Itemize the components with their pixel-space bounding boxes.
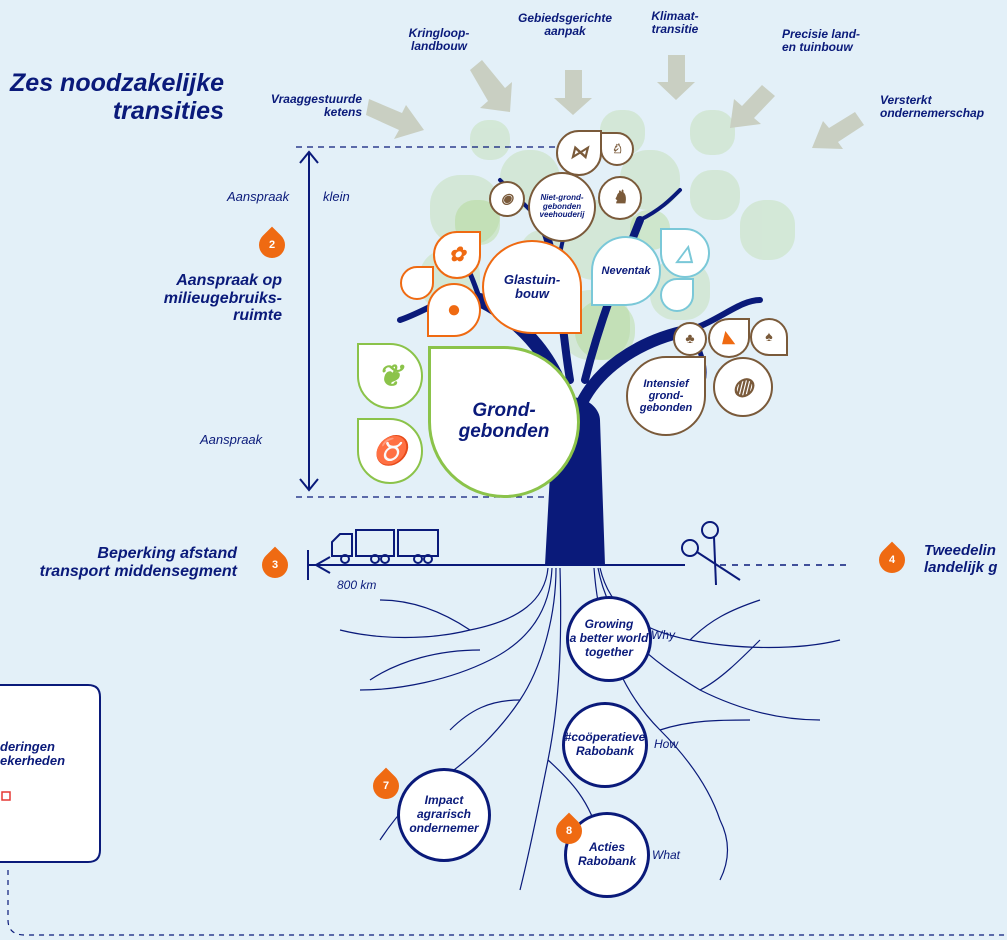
apple-leaf: ◍ xyxy=(713,357,773,417)
goat-icon: ♘ xyxy=(611,140,623,156)
cow-leaf: ♉ xyxy=(357,418,423,484)
tag-what: What xyxy=(652,848,681,862)
flower-leaf: ✿ xyxy=(433,231,481,279)
tree-icon: ♠ xyxy=(765,328,773,345)
pig-icon: ◉ xyxy=(500,190,514,207)
tent-leaf: △ xyxy=(660,228,710,278)
tomato-icon: ● xyxy=(446,295,462,323)
tulip-icon: ♣ xyxy=(685,330,695,347)
flower-icon: ✿ xyxy=(448,244,466,266)
chicken-leaf: ♞ xyxy=(598,176,642,220)
tree-leaf: ♠ xyxy=(750,318,788,356)
tag-why: Why xyxy=(651,628,675,642)
pig-leaf: ◉ xyxy=(489,181,525,217)
main-heading: Zes noodzakelijke transities xyxy=(10,69,224,125)
distance-label: 800 km xyxy=(337,578,377,592)
chicken-icon: ♞ xyxy=(611,187,629,208)
scale-label-small: klein xyxy=(323,189,350,204)
transition-precisie: Precisie land-en tuinbouw xyxy=(782,27,861,55)
heading-line2: transities xyxy=(112,96,224,125)
wheat-icon: ❦ xyxy=(377,359,403,393)
apple-icon: ◍ xyxy=(732,372,754,400)
wheat-leaf: ❦ xyxy=(357,343,423,409)
truck-icon xyxy=(331,529,439,564)
leaf-neventak: Neventak xyxy=(591,236,661,306)
heading-line1: Zes noodzakelijke xyxy=(10,69,224,97)
goat-leaf: ♘ xyxy=(600,132,634,166)
scale-label-bottom: Aanspraak xyxy=(200,432,263,447)
tag-how: How xyxy=(654,737,679,751)
transition-arrows xyxy=(366,55,864,149)
tent-icon: △ xyxy=(676,239,694,265)
carrot-leaf: ◣ xyxy=(708,318,750,358)
leaf-grondgebonden: Grond-gebonden xyxy=(428,346,580,498)
transition-kringloop: Kringloop-landbouw xyxy=(408,26,470,54)
fish-icon: ⋈ xyxy=(570,142,588,163)
transition-klimaat: Klimaat-transitie xyxy=(651,9,699,37)
carrot-icon: ◣ xyxy=(722,329,736,347)
cow-icon: ♉ xyxy=(372,434,408,466)
scissors-icon xyxy=(681,521,741,586)
tulip-leaf: ♣ xyxy=(673,322,707,356)
small-orange-leaf xyxy=(400,266,434,300)
side-box xyxy=(0,684,101,863)
leaf-glastuinbouw: Glastuin-bouw xyxy=(482,240,582,334)
small-teal-leaf xyxy=(660,278,694,312)
fish-leaf: ⋈ xyxy=(556,130,602,176)
tomato-leaf: ● xyxy=(427,283,481,337)
scale-label-top: Aanspraak xyxy=(227,189,290,204)
